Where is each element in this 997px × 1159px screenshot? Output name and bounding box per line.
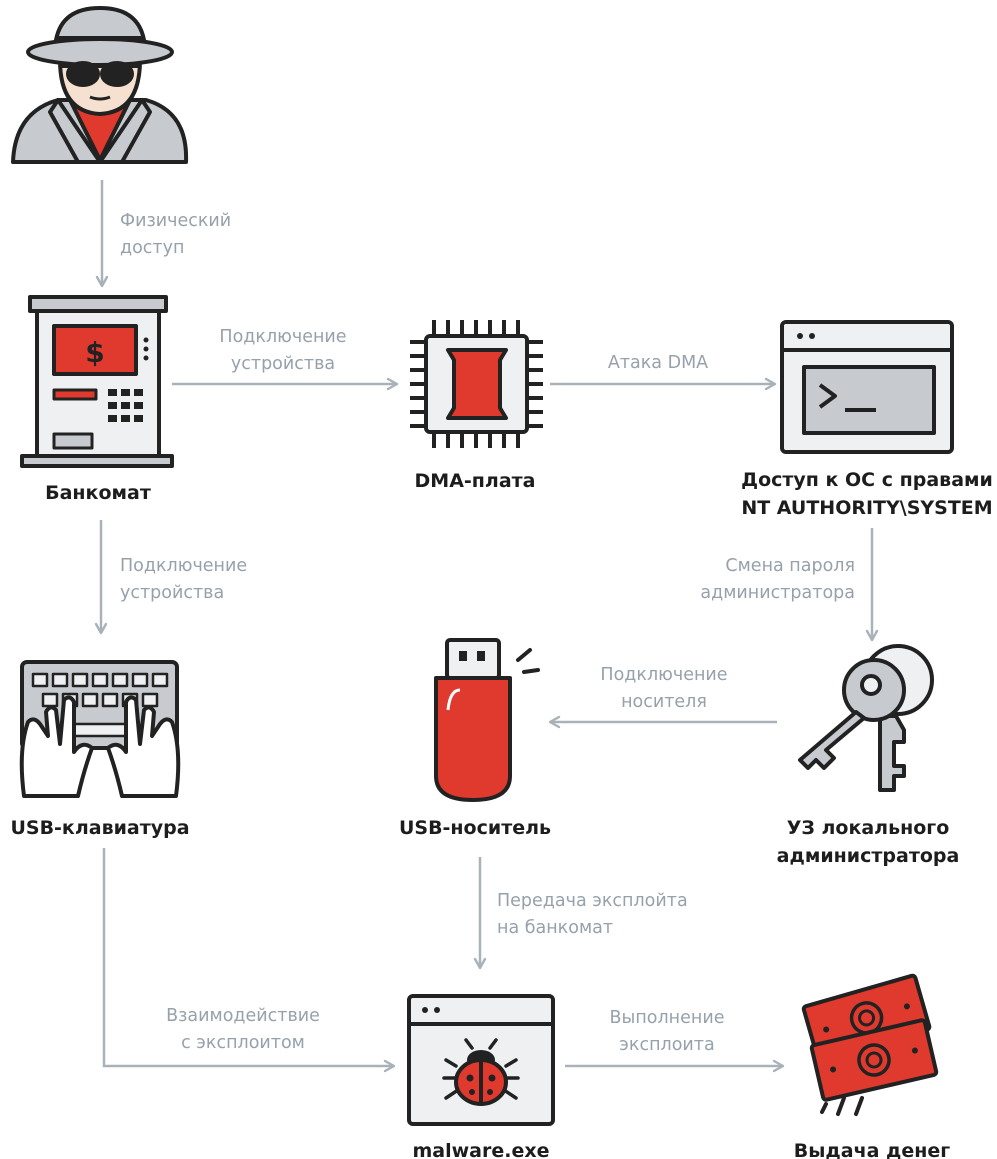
edge-label-line2: носителя	[621, 692, 707, 712]
malware-node: malware.exe	[407, 994, 555, 1159]
edge-exploit-interaction: Взаимодействие с эксплоитом	[102, 848, 396, 1073]
edge-label-line2: с эксплоитом	[181, 1033, 305, 1053]
atm-node: $ Банкомат	[20, 295, 174, 504]
edge-label-line2: эксплоита	[619, 1035, 714, 1055]
bug-window-icon	[407, 994, 555, 1126]
edge-dma-attack: Атака DMA	[550, 353, 777, 391]
edge-label-line2: устройства	[231, 354, 335, 374]
spy-icon	[11, 6, 189, 164]
usb-drive-icon	[434, 638, 540, 802]
node-label: Банкомат	[45, 482, 151, 504]
edge-label-line1: Подключение	[120, 556, 247, 576]
admin-account-node: УЗ локального администратора	[777, 644, 960, 867]
node-label: Выдача денег	[794, 1140, 951, 1159]
edge-media-connect: Подключение носителя	[548, 665, 777, 729]
node-label-line2: администратора	[777, 845, 960, 867]
node-label-line1: Доступ к ОС с правами	[741, 469, 993, 491]
node-label: USB-клавиатура	[10, 817, 189, 839]
edge-atm-to-dma: Подключение устройства	[172, 327, 399, 391]
edge-label-line2: устройства	[120, 583, 224, 603]
edge-password-change: Смена пароля администратора	[700, 528, 879, 642]
edge-label-line1: Подключение	[219, 327, 346, 347]
edge-exploit-execution: Выполнение эксплоита	[565, 1008, 785, 1073]
node-label-line1: УЗ локального	[787, 817, 950, 839]
edge-label-line2: на банкомат	[497, 918, 613, 938]
edge-label-line2: администратора	[700, 583, 855, 603]
usb-drive-node: USB-носитель	[399, 638, 551, 839]
edge-physical-access: Физический доступ	[95, 180, 231, 288]
money-icon	[801, 973, 939, 1116]
cash-node: Выдача денег	[794, 973, 951, 1159]
edge-label-line1: Взаимодействие	[166, 1006, 320, 1026]
node-label: DMA-плата	[415, 470, 536, 492]
edge-atm-to-keyboard: Подключение устройства	[94, 520, 247, 635]
node-label-line2: NT AUTHORITY\SYSTEM	[741, 497, 992, 519]
os-access-node: Доступ к ОС с правами NT AUTHORITY\SYSTE…	[741, 320, 993, 519]
edge-exploit-transfer: Передача эксплойта на банкомат	[473, 857, 688, 970]
keyboard-icon	[19, 660, 181, 798]
node-label: malware.exe	[412, 1140, 549, 1159]
edge-label-line1: Передача эксплойта	[497, 891, 688, 911]
keys-icon	[798, 644, 934, 792]
edge-label-line1: Подключение	[600, 665, 727, 685]
edge-label-line1: Выполнение	[610, 1008, 725, 1028]
svg-text:$: $	[85, 336, 104, 369]
edge-label-line1: Атака DMA	[608, 353, 708, 373]
terminal-window-icon	[780, 320, 954, 454]
edge-label-line1: Физический	[120, 211, 231, 231]
atm-icon: $	[20, 295, 174, 468]
chip-icon	[410, 320, 543, 448]
usb-keyboard-node: USB-клавиатура	[10, 660, 190, 839]
dma-node: DMA-плата	[410, 320, 543, 492]
attacker-node	[11, 6, 189, 164]
edge-label-line1: Смена пароля	[725, 556, 855, 576]
edge-label-line2: доступ	[120, 238, 184, 258]
node-label: USB-носитель	[399, 817, 551, 839]
